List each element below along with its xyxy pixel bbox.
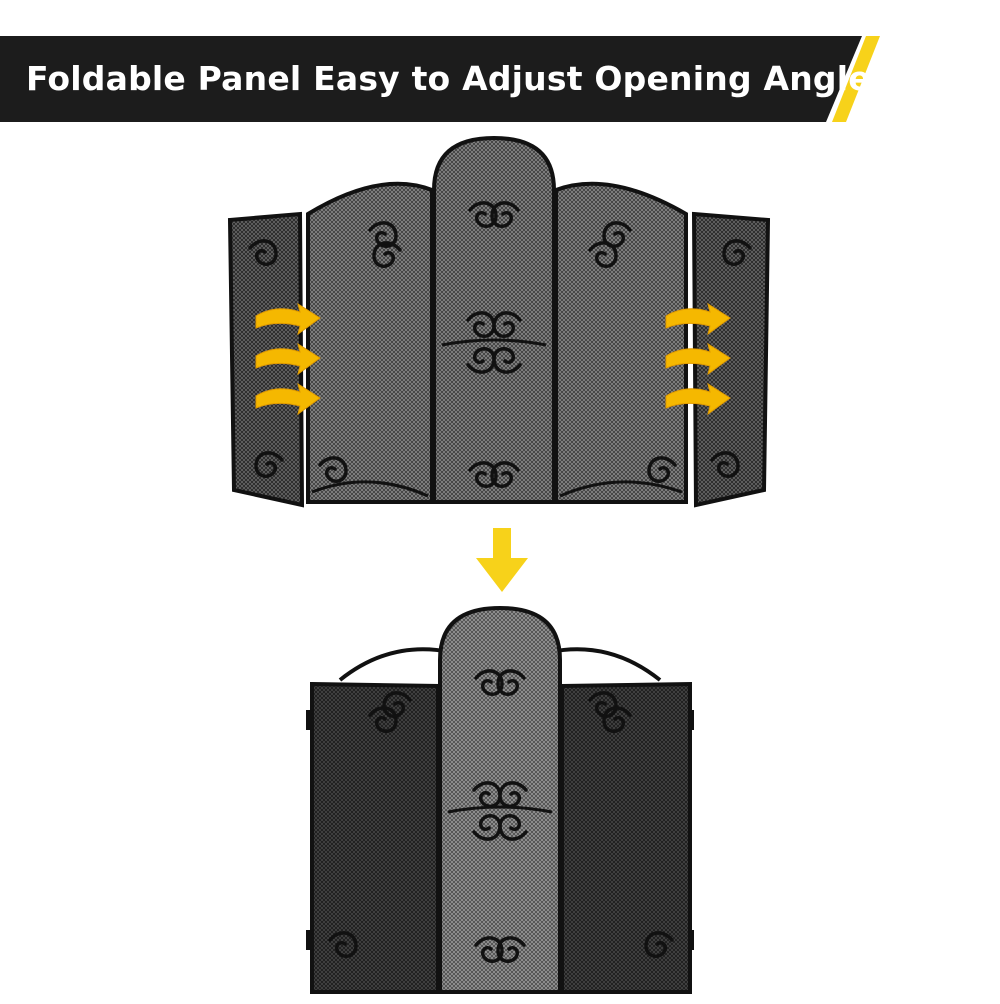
banner-title: Foldable Panel Easy to Adjust Opening An…	[26, 59, 871, 98]
unfolded-screen-image	[220, 130, 780, 515]
banner-shape	[0, 36, 880, 122]
right-main-panel	[554, 181, 688, 504]
down-arrow-icon	[476, 528, 528, 592]
title-banner: Foldable Panel Easy to Adjust Opening An…	[0, 36, 880, 122]
right-folded-panel	[560, 681, 692, 994]
folded-screen-image	[300, 600, 700, 1000]
left-main-panel	[306, 181, 434, 504]
fold-arrows-right	[665, 303, 731, 415]
fold-arrows-left	[255, 303, 321, 415]
right-side-panel	[691, 211, 771, 508]
center-panel	[432, 135, 556, 504]
center-panel	[438, 605, 562, 994]
left-folded-panel	[310, 681, 440, 994]
